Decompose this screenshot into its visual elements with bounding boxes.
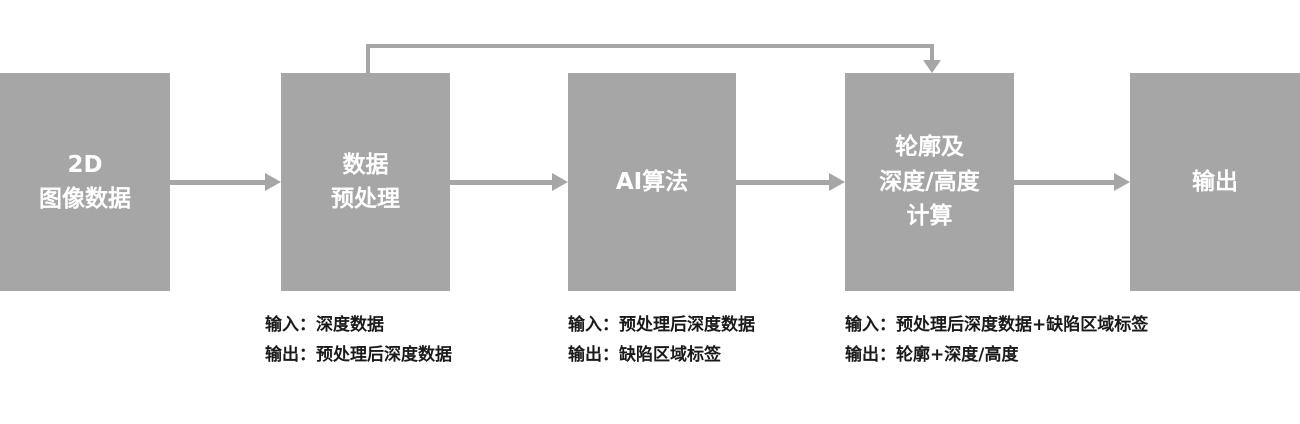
box-data-preprocessing: 数据 预处理 xyxy=(281,73,450,291)
annotation-contour-output-line: 输出：轮廓+深度/高度 xyxy=(845,345,1019,365)
flow-arrow-1-shaft xyxy=(170,180,267,185)
annotation-data-preprocessing: 输入：深度数据 输出：预处理后深度数据 xyxy=(265,310,452,370)
flow-arrow-2-shaft xyxy=(450,180,554,185)
skip-connector-up-segment xyxy=(366,44,370,73)
box-2d-image-data: 2D 图像数据 xyxy=(0,73,170,291)
flow-arrow-1-head xyxy=(265,173,281,191)
flow-arrow-3-shaft xyxy=(736,180,831,185)
annotation-preprocessing-input-line: 输入：深度数据 xyxy=(265,315,384,335)
skip-connector-arrowhead-icon xyxy=(923,60,941,73)
annotation-ai-output-line: 输出：缺陷区域标签 xyxy=(568,345,721,365)
flow-arrow-2-head xyxy=(552,173,568,191)
skip-connector-horizontal-segment xyxy=(366,44,934,48)
flow-arrow-3-icon xyxy=(736,173,845,191)
flow-arrow-4-head xyxy=(1114,173,1130,191)
flow-arrow-1-icon xyxy=(170,173,281,191)
flow-arrow-4-shaft xyxy=(1014,180,1116,185)
annotation-preprocessing-output-line: 输出：预处理后深度数据 xyxy=(265,345,452,365)
flow-arrow-4-icon xyxy=(1014,173,1130,191)
flow-arrow-3-head xyxy=(829,173,845,191)
annotation-contour-input-line: 输入：预处理后深度数据+缺陷区域标签 xyxy=(845,315,1149,335)
box-output: 输出 xyxy=(1130,73,1300,291)
annotation-contour-depth-calc: 输入：预处理后深度数据+缺陷区域标签 输出：轮廓+深度/高度 xyxy=(845,310,1148,370)
annotation-ai-input-line: 输入：预处理后深度数据 xyxy=(568,315,755,335)
skip-connector-down-segment xyxy=(930,44,934,62)
flow-arrow-2-icon xyxy=(450,173,568,191)
box-ai-algorithm: AI算法 xyxy=(568,73,736,291)
box-contour-depth-height-calc: 轮廓及 深度/高度 计算 xyxy=(845,73,1014,291)
annotation-ai-algorithm: 输入：预处理后深度数据 输出：缺陷区域标签 xyxy=(568,310,755,370)
